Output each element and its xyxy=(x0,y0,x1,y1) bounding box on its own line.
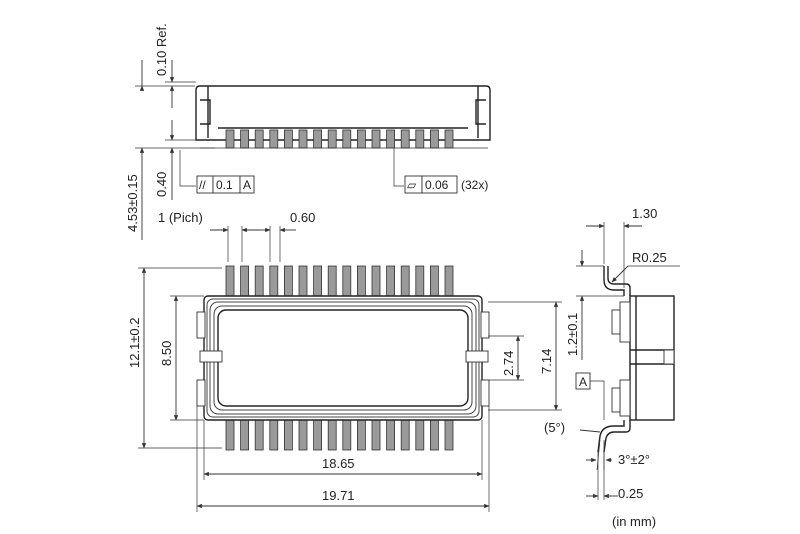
side-pin xyxy=(342,129,352,149)
bottom-pin-row xyxy=(225,419,454,451)
side-pin xyxy=(313,129,323,149)
bottom-pin xyxy=(371,419,381,451)
ref-height-label: 0.10 Ref. xyxy=(154,23,169,76)
top-view xyxy=(196,265,490,451)
top-pin xyxy=(400,265,410,297)
flatness-symbol: ▱ xyxy=(407,178,417,192)
side-pin xyxy=(415,129,425,149)
units-label: (in mm) xyxy=(612,514,656,529)
side-pin xyxy=(400,129,410,149)
side-pin xyxy=(269,129,279,149)
bottom-pin xyxy=(400,419,410,451)
top-pin xyxy=(313,265,323,297)
side-pin xyxy=(298,129,308,149)
end-view-dimensions xyxy=(575,222,680,500)
height-dimensions xyxy=(135,60,215,240)
width-dimensions xyxy=(138,267,222,449)
standoff-label: 0.40 xyxy=(154,172,169,197)
top-pin xyxy=(269,265,279,297)
bottom-pin xyxy=(356,419,366,451)
side-view xyxy=(195,85,491,149)
bend-radius-label: R0.25 xyxy=(632,250,667,265)
parallelism-datum: A xyxy=(243,178,251,192)
bottom-pin xyxy=(269,419,279,451)
top-pin xyxy=(415,265,425,297)
flatness-value: 0.06 xyxy=(425,178,449,192)
top-pin xyxy=(254,265,264,297)
end-view xyxy=(597,266,675,453)
side-pin xyxy=(283,129,293,149)
top-pin xyxy=(240,265,250,297)
flatness-count: (32x) xyxy=(461,178,488,192)
bottom-pin xyxy=(313,419,323,451)
bottom-pin xyxy=(386,419,396,451)
top-pin xyxy=(386,265,396,297)
slot-dimensions xyxy=(488,301,562,411)
lead-thickness-label: 0.25 xyxy=(618,486,643,501)
datum-a-label: A xyxy=(579,375,587,389)
total-height-label: 4.53±0.15 xyxy=(125,174,140,232)
top-pin xyxy=(342,265,352,297)
angle-a-label: (5°) xyxy=(544,420,565,435)
side-pin-row xyxy=(225,129,454,149)
bottom-pin xyxy=(444,419,454,451)
side-pin xyxy=(371,129,381,149)
top-pin xyxy=(225,265,235,297)
side-pin xyxy=(327,129,337,149)
side-pin xyxy=(254,129,264,149)
side-pin xyxy=(240,129,250,149)
side-pin xyxy=(444,129,454,149)
flatness-callout xyxy=(393,148,458,194)
lead-height-label: 1.2±0.1 xyxy=(565,313,580,356)
bottom-pin xyxy=(327,419,337,451)
inner-length-label: 18.65 xyxy=(322,456,355,471)
overall-width-label: 12.1±0.2 xyxy=(127,317,142,368)
pitch-dimensions xyxy=(210,226,296,262)
bottom-pin xyxy=(415,419,425,451)
slot-span-label: 7.14 xyxy=(539,349,554,374)
angle-b-label: 3°±2° xyxy=(618,452,650,467)
overall-length-label: 19.71 xyxy=(322,488,355,503)
bottom-pin xyxy=(429,419,439,451)
parallelism-symbol: // xyxy=(199,178,206,192)
bottom-pin xyxy=(298,419,308,451)
pin-width-label: 0.60 xyxy=(290,210,315,225)
top-pin xyxy=(298,265,308,297)
bottom-pin xyxy=(342,419,352,451)
bottom-pin xyxy=(240,419,250,451)
side-pin xyxy=(429,129,439,149)
top-pin xyxy=(327,265,337,297)
side-pin xyxy=(225,129,235,149)
top-pin xyxy=(444,265,454,297)
pitch-label: 1 (Pich) xyxy=(158,210,203,225)
top-pin xyxy=(283,265,293,297)
bottom-pin xyxy=(254,419,264,451)
top-pin xyxy=(429,265,439,297)
top-pin xyxy=(356,265,366,297)
side-pin xyxy=(386,129,396,149)
lead-offset-label: 1.30 xyxy=(632,206,657,221)
bottom-pin xyxy=(283,419,293,451)
top-pin-row xyxy=(225,265,454,297)
inner-width-label: 8.50 xyxy=(159,341,174,366)
slot-height-label: 2.74 xyxy=(501,351,516,376)
top-pin xyxy=(371,265,381,297)
bottom-pin xyxy=(225,419,235,451)
parallelism-value: 0.1 xyxy=(216,178,233,192)
parallelism-callout xyxy=(179,150,255,194)
length-dimensions xyxy=(196,406,490,512)
side-pin xyxy=(356,129,366,149)
